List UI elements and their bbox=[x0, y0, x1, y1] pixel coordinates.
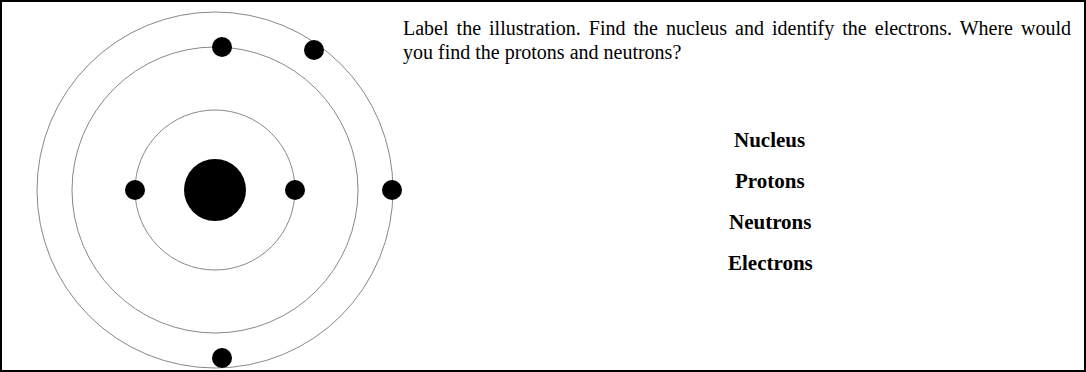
inner-shell bbox=[135, 110, 295, 270]
instruction-text: Label the illustration. Find the nucleus… bbox=[403, 16, 1071, 64]
electron bbox=[382, 180, 402, 200]
term-label: Nucleus bbox=[734, 127, 805, 153]
electron bbox=[212, 37, 232, 57]
electron bbox=[304, 40, 324, 60]
term-label: Protons bbox=[735, 168, 805, 194]
electron bbox=[125, 180, 145, 200]
middle-shell bbox=[72, 47, 358, 333]
term-label: Neutrons bbox=[729, 209, 811, 235]
term-label: Electrons bbox=[728, 250, 813, 276]
nucleus bbox=[184, 159, 246, 221]
electron bbox=[212, 348, 232, 368]
electron bbox=[285, 180, 305, 200]
outer-shell bbox=[37, 12, 393, 368]
